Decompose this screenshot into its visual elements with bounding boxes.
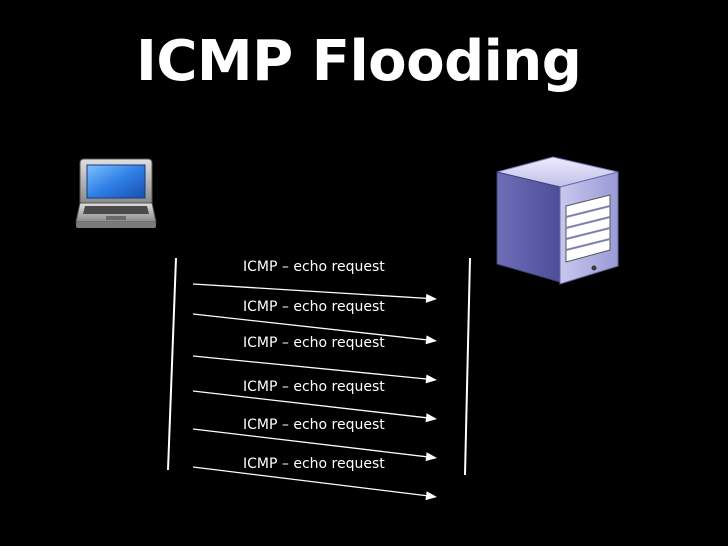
message-label: ICMP – echo request: [243, 456, 385, 472]
message-label: ICMP – echo request: [243, 299, 385, 315]
message-label: ICMP – echo request: [243, 379, 385, 395]
server-tower-icon: [496, 156, 619, 285]
message-arrow-line: [192, 466, 430, 497]
arrowhead-icon: [425, 374, 437, 384]
message-2: ICMP – echo request: [192, 299, 437, 345]
client-lifeline: [167, 257, 177, 471]
message-label: ICMP – echo request: [243, 259, 385, 275]
message-label: ICMP – echo request: [243, 335, 385, 351]
arrowhead-icon: [425, 413, 437, 423]
message-6: ICMP – echo request: [192, 456, 437, 501]
message-arrow-line: [192, 283, 430, 300]
message-label: ICMP – echo request: [243, 417, 385, 433]
message-arrow-line: [192, 428, 430, 458]
message-5: ICMP – echo request: [192, 417, 437, 462]
laptop-icon: [75, 158, 157, 228]
arrowhead-icon: [425, 335, 437, 345]
message-4: ICMP – echo request: [192, 379, 437, 423]
slide-title: ICMP Flooding: [136, 29, 582, 94]
arrowhead-icon: [425, 452, 437, 462]
message-arrow-line: [192, 390, 430, 419]
message-arrow-line: [192, 355, 430, 380]
message-3: ICMP – echo request: [192, 335, 437, 384]
message-1: ICMP – echo request: [192, 259, 437, 303]
arrowhead-icon: [425, 491, 437, 501]
arrowhead-icon: [425, 293, 437, 303]
message-arrow-line: [192, 313, 430, 341]
server-lifeline: [464, 257, 471, 476]
